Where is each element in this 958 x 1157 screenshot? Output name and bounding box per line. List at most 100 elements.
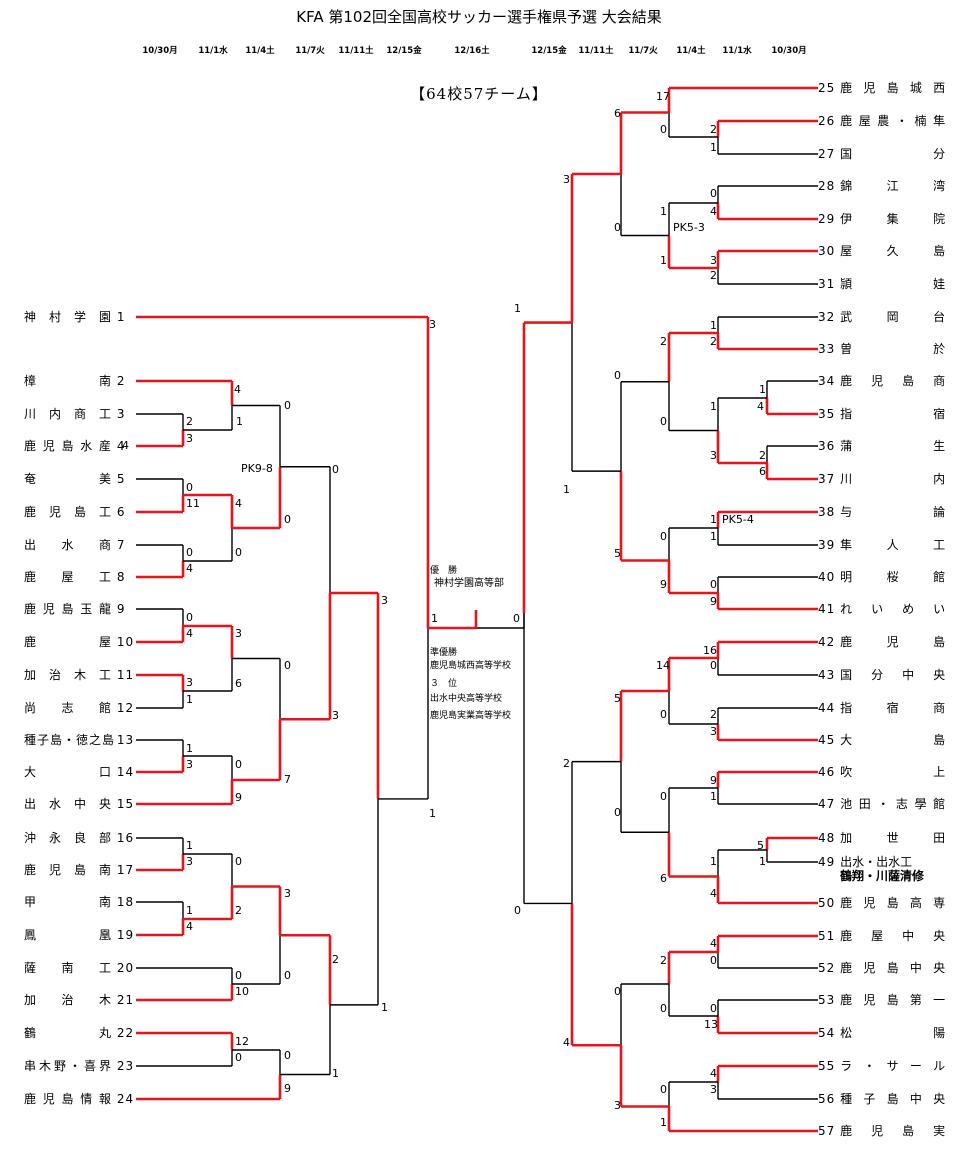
team-number: 32 [818, 310, 836, 324]
team-name: 種子島・徳之島 [24, 733, 116, 747]
team-number: 51 [818, 929, 836, 943]
team-number: 15 [116, 797, 135, 811]
match-score: 1 [236, 415, 243, 428]
match-score: 3 [710, 725, 717, 738]
team-number: 49 [818, 855, 836, 869]
team-number: 48 [818, 831, 836, 845]
match-score: 0 [614, 221, 621, 234]
team-entry: 42 鹿児島 [818, 635, 946, 649]
team-entry: 鹿児島情報 24 [24, 1092, 134, 1106]
match-score: 9 [660, 578, 667, 591]
team-number: 28 [818, 179, 836, 193]
match-score: 3 [563, 173, 570, 186]
match-score: 0 [332, 463, 339, 476]
round-date: 11/4土 [676, 46, 706, 56]
team-entry: 鹿児島玉龍 9 [24, 602, 125, 616]
match-score: 2 [710, 708, 717, 721]
team-number: 33 [818, 342, 836, 356]
team-number: 25 [818, 81, 836, 95]
team-number: 36 [818, 439, 836, 453]
match-score: 1 [710, 400, 717, 413]
team-entry: 57 鹿児島実 [818, 1124, 946, 1138]
team-entry: 大口 14 [24, 765, 134, 779]
match-score: 0 [284, 513, 291, 526]
team-number: 55 [818, 1059, 836, 1073]
team-name: ラ・サール [840, 1059, 947, 1073]
match-score: 4 [235, 497, 242, 510]
match-score: 3 [186, 432, 193, 445]
team-entry: 34 鹿児島商 [818, 374, 946, 388]
match-score: 1 [710, 855, 717, 868]
team-name: 沖永良部 [24, 831, 112, 845]
runner-up-label: 準優勝 [430, 648, 458, 658]
round-date: 11/7火 [628, 46, 658, 56]
team-number: 13 [116, 733, 135, 747]
match-score: 1 [710, 790, 717, 803]
team-number: 11 [116, 668, 135, 682]
team-entry: 神村学園 1 [24, 310, 125, 324]
team-entry: 薩南工 20 [24, 961, 134, 975]
team-entry: 51 鹿屋中央 [818, 929, 946, 943]
team-name: 武岡台 [840, 310, 947, 324]
match-score: 0 [614, 369, 621, 382]
team-entry: 尚志館 12 [24, 701, 134, 715]
team-name: 鹿児島工 [24, 505, 112, 519]
team-number: 3 [116, 407, 126, 421]
team-number: 17 [116, 863, 135, 877]
team-name: 曽於 [840, 342, 947, 356]
team-entry: 鶴丸 22 [24, 1026, 134, 1040]
team-name: 吹上 [840, 765, 947, 779]
team-name: 大口 [24, 765, 112, 779]
team-name: 出水商 [24, 538, 112, 552]
team-number: 56 [818, 1092, 836, 1106]
team-entry: 甲南 18 [24, 895, 134, 909]
team-entry: 奄美 5 [24, 472, 125, 486]
match-score: 13 [704, 1018, 718, 1031]
team-name: 鹿屋農・楠隼 [840, 114, 947, 128]
match-score: 6 [759, 465, 766, 478]
team-name: 指宿 [840, 407, 947, 421]
match-score: 1 [514, 302, 521, 315]
team-entry: 46 吹上 [818, 765, 946, 779]
team-entry: 32 武岡台 [818, 310, 946, 324]
match-score: 2 [710, 123, 717, 136]
final-score-left: 1 [431, 612, 438, 625]
team-entry: 56 種子島中央 [818, 1092, 946, 1106]
team-name: 大島 [840, 733, 947, 747]
team-entry: 出水商 7 [24, 538, 125, 552]
team-entry: 38 与論 [818, 505, 946, 519]
third-place-1: 出水中央高等学校 [430, 694, 503, 704]
team-number: 23 [116, 1059, 135, 1073]
match-score: 0 [235, 546, 242, 559]
match-score: 1 [381, 1001, 388, 1014]
round-date: 10/30月 [142, 46, 178, 56]
match-score: 1 [186, 839, 193, 852]
match-score: 0 [710, 187, 717, 200]
match-score: 1 [660, 205, 667, 218]
round-date: 10/30月 [771, 46, 807, 56]
team-entry: 串木野・喜界 23 [24, 1059, 134, 1073]
team-name: 鹿児島高専 [840, 896, 947, 910]
team-entry: 50 鹿児島高専 [818, 896, 946, 910]
team-name: 蒲生 [840, 439, 947, 453]
match-score: 0 [235, 1051, 242, 1064]
match-score: 2 [563, 757, 570, 770]
match-score: 16 [703, 644, 717, 657]
round-date: 12/15金 [531, 46, 567, 56]
round-date: 12/15金 [386, 46, 422, 56]
match-score: 0 [186, 611, 193, 624]
match-score: 3 [332, 709, 339, 722]
team-number: 10 [116, 635, 135, 649]
team-name: 鹿児島玉龍 [24, 602, 112, 616]
team-name: 鹿児島水産 [24, 439, 112, 453]
match-score: 5 [614, 547, 621, 560]
team-number: 34 [818, 374, 836, 388]
pk-label: PK5-4 [722, 513, 754, 526]
team-number: 29 [818, 212, 836, 226]
match-score: 4 [186, 562, 193, 575]
team-name: 池田・志學館 [840, 797, 947, 811]
match-score: 2 [660, 954, 667, 967]
team-number: 52 [818, 961, 836, 975]
team-number: 40 [818, 570, 836, 584]
team-name: 鹿児島 [840, 635, 947, 649]
